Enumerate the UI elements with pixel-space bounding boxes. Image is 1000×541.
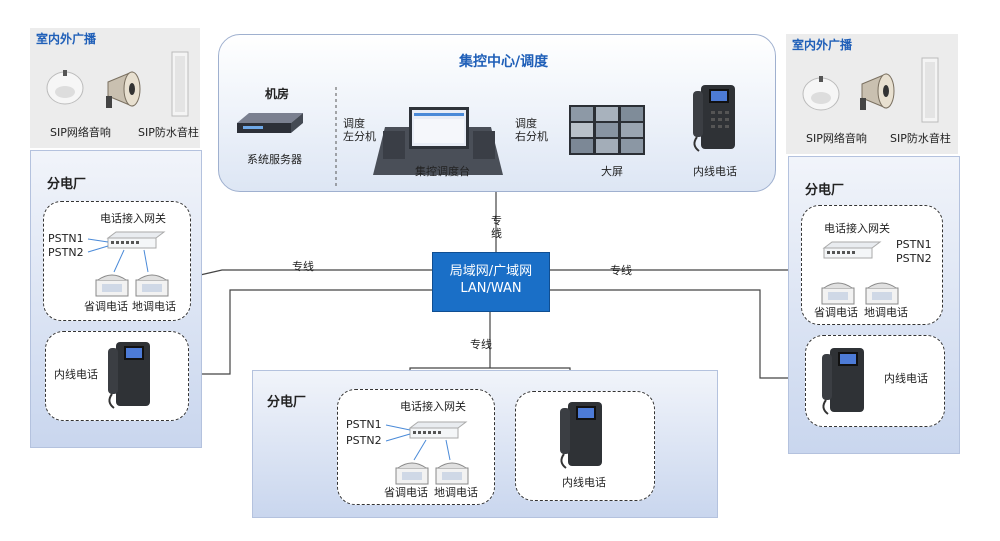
internal-phone-label: 内线电话 <box>693 165 737 178</box>
console-label: 集控调度台 <box>415 165 470 178</box>
gateway-label: 电话接入网关 <box>100 212 166 225</box>
desk-phone-icon <box>693 85 735 152</box>
pstn1-label: PSTN1 <box>346 418 382 431</box>
waterproof-column-icon <box>171 51 189 117</box>
internal-phone-group-left: 内线电话 <box>45 331 189 421</box>
server-icon <box>237 113 303 133</box>
line-left-lower <box>187 289 432 375</box>
desk-phone-small-icon <box>395 462 429 485</box>
horn-speaker-icon <box>860 73 895 110</box>
control-center-panel: 集控中心/调度 机房 系统服务器 调度 左分机 调度 右分机 集控调度台 大屏 … <box>218 34 776 192</box>
server-label: 系统服务器 <box>247 153 302 166</box>
broadcast-left-title: 室内外广播 <box>36 32 97 46</box>
pstn2-label: PSTN2 <box>48 246 84 259</box>
pstn2-label: PSTN2 <box>896 252 932 265</box>
internal-phone-group-bottom: 内线电话 <box>515 391 655 501</box>
speaker-label: SIP网络音响 <box>806 132 867 145</box>
video-wall-icon <box>569 105 645 155</box>
provincial-phone-label: 省调电话 <box>814 306 858 319</box>
right-extension-label: 调度 右分机 <box>515 117 548 143</box>
pstn1-label: PSTN1 <box>48 232 84 245</box>
control-center-title: 集控中心/调度 <box>459 54 549 70</box>
line-label-top: 专 线 <box>491 214 502 240</box>
line-right-upper <box>550 269 801 290</box>
pstn2-label: PSTN2 <box>346 434 382 447</box>
video-wall-label: 大屏 <box>601 165 623 178</box>
internal-phone-label: 内线电话 <box>54 368 98 381</box>
desk-phone-icon <box>822 348 864 415</box>
desk-phone-small-icon <box>821 282 855 305</box>
ceiling-speaker-icon <box>46 70 84 105</box>
dispatch-console-icon <box>373 107 503 175</box>
gateway-links <box>385 424 451 461</box>
plant-left-panel: 分电厂 电话接入网关 PSTN1 PSTN2 省调电话 地调电话 内线电话 <box>30 150 202 448</box>
ceiling-speaker-icon <box>802 76 840 111</box>
column-label: SIP防水音柱 <box>138 126 199 139</box>
desk-phone-small-icon <box>865 282 899 305</box>
waterproof-column-icon <box>921 57 939 123</box>
plant-right-panel: 分电厂 电话接入网关 PSTN1 PSTN2 省调电话 地调电话 内线电话 <box>788 156 960 454</box>
internal-phone-label: 内线电话 <box>562 476 606 489</box>
desk-phone-icon <box>560 402 602 469</box>
gateway-icon <box>822 241 882 259</box>
divider-line <box>335 87 337 187</box>
line-label-right: 专线 <box>610 264 632 277</box>
line-label-left: 专线 <box>292 260 314 273</box>
left-extension-label: 调度 左分机 <box>343 117 376 143</box>
gateway-group-bottom: 电话接入网关 PSTN1 PSTN2 省调电话 地调电话 <box>337 389 495 505</box>
broadcast-left-panel: 室内外广播 SIP网络音响 SIP防水音柱 <box>30 28 200 148</box>
line-right-lower <box>550 289 805 379</box>
machine-room-label: 机房 <box>265 87 290 101</box>
internal-phone-group-right: 内线电话 <box>805 335 945 427</box>
speaker-label: SIP网络音响 <box>50 126 111 139</box>
plant-bottom-panel: 分电厂 电话接入网关 PSTN1 PSTN2 省调电话 地调电话 内线电话 <box>252 370 718 518</box>
gateway-icon <box>408 421 468 439</box>
gateway-links <box>87 238 149 273</box>
internal-phone-label: 内线电话 <box>884 372 928 385</box>
local-phone-label: 地调电话 <box>434 486 478 499</box>
plant-bottom-title: 分电厂 <box>267 395 307 410</box>
desk-phone-small-icon <box>95 274 129 297</box>
gateway-label: 电话接入网关 <box>824 222 890 235</box>
plant-left-title: 分电厂 <box>47 177 87 192</box>
provincial-phone-label: 省调电话 <box>384 486 428 499</box>
lan-wan-line2: LAN/WAN <box>460 281 522 296</box>
gateway-group-right: 电话接入网关 PSTN1 PSTN2 省调电话 地调电话 <box>801 205 943 325</box>
gateway-icon <box>106 231 166 249</box>
column-label: SIP防水音柱 <box>890 132 951 145</box>
provincial-phone-label: 省调电话 <box>84 300 128 313</box>
desk-phone-small-icon <box>435 462 469 485</box>
plant-right-title: 分电厂 <box>805 183 845 198</box>
local-phone-label: 地调电话 <box>864 306 908 319</box>
desk-phone-small-icon <box>135 274 169 297</box>
broadcast-right-title: 室内外广播 <box>792 38 853 52</box>
gateway-label: 电话接入网关 <box>400 400 466 413</box>
lan-wan-box: 局域网/广域网 LAN/WAN <box>432 252 550 312</box>
broadcast-right-panel: 室内外广播 SIP网络音响 SIP防水音柱 <box>786 34 958 154</box>
local-phone-label: 地调电话 <box>132 300 176 313</box>
desk-phone-icon <box>108 342 150 409</box>
pstn1-label: PSTN1 <box>896 238 932 251</box>
gateway-group-left: 电话接入网关 PSTN1 PSTN2 省调电话 地调电话 <box>43 201 191 321</box>
line-label-bottom: 专线 <box>470 338 492 351</box>
lan-wan-line1: 局域网/广域网 <box>449 264 533 279</box>
horn-speaker-icon <box>106 71 141 108</box>
